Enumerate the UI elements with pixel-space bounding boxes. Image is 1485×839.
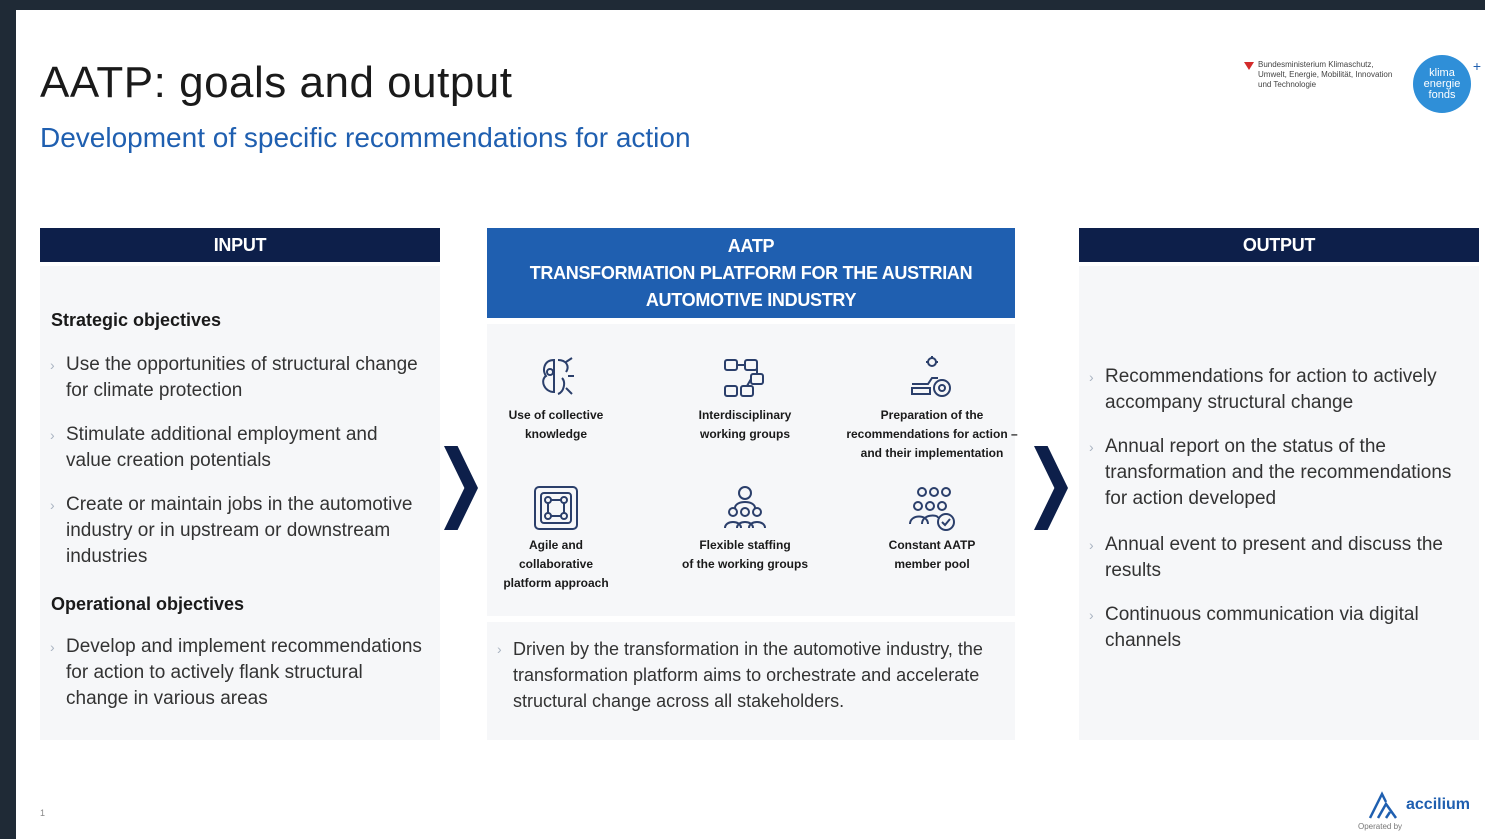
platform-header: AATP TRANSFORMATION PLATFORM FOR THE AUS…	[487, 228, 1015, 318]
list-item: Continuous communication via digital cha…	[1079, 602, 1465, 654]
list-item: Use the opportunities of structural chan…	[40, 352, 426, 404]
platform-icon	[534, 486, 578, 530]
page-title: AATP: goals and output	[40, 58, 513, 107]
feature-member-pool: Constant AATP member pool	[837, 484, 1027, 574]
accilium-logo-text: accilium	[1406, 796, 1471, 813]
slide: AATP: goals and output Development of sp…	[16, 10, 1485, 839]
list-item: Stimulate additional employment and valu…	[40, 422, 426, 474]
list-item: Annual event to present and discuss the …	[1079, 532, 1465, 584]
chevron-right-icon	[1034, 446, 1068, 530]
accilium-mark-icon	[1368, 791, 1398, 819]
page-number: 1	[40, 808, 46, 818]
list-item: Create or maintain jobs in the automotiv…	[40, 492, 426, 570]
operated-by-text: Operated by	[1358, 822, 1403, 831]
austria-flag-icon	[1244, 62, 1254, 70]
feature-flexible-staffing: Flexible staffing of the working groups	[650, 484, 840, 574]
page-subtitle: Development of specific recommendations …	[40, 122, 691, 153]
klima-logo-text: klima energie fonds	[1423, 66, 1461, 101]
feature-label: Use of collective knowledge	[508, 408, 604, 441]
ministry-logo-text: Bundesministerium Klimaschutz, Umwelt, E…	[1258, 60, 1393, 89]
strategic-objectives-heading: Strategic objectives	[51, 310, 222, 330]
input-panel: Strategic objectives Use the opportuniti…	[40, 266, 440, 740]
plus-icon: +	[1472, 58, 1481, 74]
list-item: Annual report on the status of the trans…	[1079, 434, 1465, 512]
brain-icon	[542, 357, 574, 395]
platform-header-line1: AATP	[727, 235, 775, 256]
feature-label: Preparation of the recommendations for a…	[846, 408, 1018, 460]
platform-description: Driven by the transformation in the auto…	[487, 636, 993, 714]
feature-agile-platform: Agile and collaborative platform approac…	[461, 484, 651, 593]
platform-features-panel: Use of collective knowledge Interdiscipl…	[487, 324, 1018, 616]
platform-description-panel: Driven by the transformation in the auto…	[487, 622, 1015, 740]
feature-collective-knowledge: Use of collective knowledge	[461, 354, 651, 444]
input-header: INPUT	[40, 228, 440, 262]
klima-fonds-logo: klima energie fonds +	[1413, 55, 1481, 113]
feature-recommendations-prep: Preparation of the recommendations for a…	[837, 354, 1027, 463]
feature-label: Interdisciplinary working groups	[698, 408, 792, 441]
platform-header-line2: TRANSFORMATION PLATFORM FOR THE AUSTRIAN	[529, 262, 973, 283]
feature-label: Agile and collaborative platform approac…	[503, 538, 609, 590]
member-pool-icon	[909, 487, 955, 531]
operational-objectives-heading: Operational objectives	[51, 594, 245, 614]
feature-label: Constant AATP member pool	[888, 538, 976, 571]
people-group-icon	[724, 486, 766, 529]
ministry-logo: Bundesministerium Klimaschutz, Umwelt, E…	[1244, 60, 1394, 110]
network-icon	[724, 359, 764, 397]
feature-interdisciplinary-groups: Interdisciplinary working groups	[650, 354, 840, 444]
output-header: OUTPUT	[1079, 228, 1479, 262]
accilium-logo: accilium Operated by	[1358, 790, 1476, 831]
list-item: Recommendations for action to actively a…	[1079, 364, 1465, 416]
list-item: Develop and implement recommendations fo…	[40, 634, 426, 712]
gear-hand-icon	[911, 356, 951, 397]
output-panel: Recommendations for action to actively a…	[1079, 266, 1479, 740]
platform-header-line3: AUTOMOTIVE INDUSTRY	[645, 289, 857, 310]
feature-label: Flexible staffing of the working groups	[682, 538, 808, 571]
